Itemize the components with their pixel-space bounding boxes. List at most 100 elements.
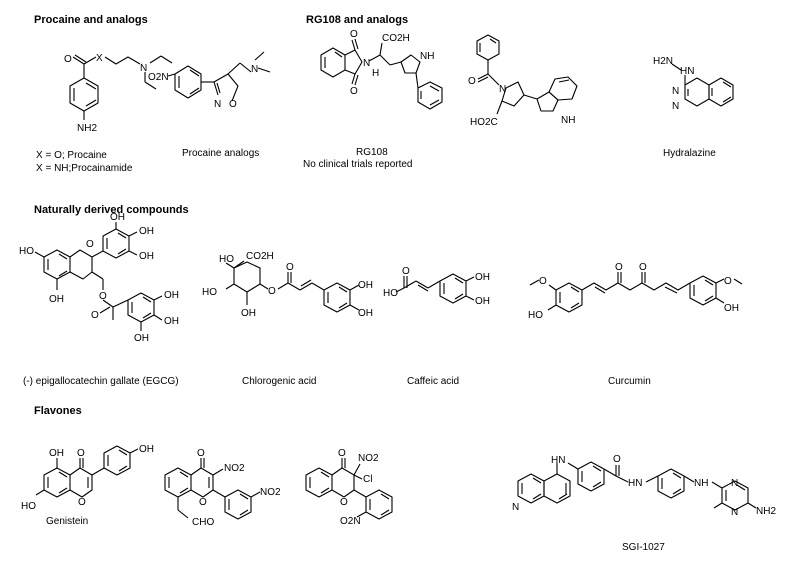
rg108-analog-nh: NH	[561, 115, 575, 126]
analog-ring-n: N	[214, 99, 221, 110]
genistein-ho: HO	[21, 501, 36, 512]
sgi-quinoline-n: N	[512, 502, 519, 513]
rg108-analog-n: N	[499, 84, 506, 95]
egcg-caption: (-) epigallocatechin gallate (EGCG)	[23, 376, 179, 387]
rg108-imide-o2: O	[350, 86, 358, 97]
nitroflavone-no2-b: NO2	[260, 487, 281, 498]
curcumin-methoxy-o1: O	[539, 276, 547, 287]
section-heading-rg108: RG108 and analogs	[306, 14, 408, 26]
curcumin-ketone-o2: O	[639, 262, 647, 273]
sgi-pyrimidine-n2: N	[731, 507, 738, 518]
egcg-oh-e: OH	[139, 251, 154, 262]
curcumin-ho: HO	[528, 310, 543, 321]
sgi-nh: NH	[694, 478, 708, 489]
hydralazine-hn: HN	[680, 66, 694, 77]
caffeic-oh-b: OH	[475, 296, 490, 307]
procaine-structure	[69, 54, 173, 120]
sgi-hn-a: HN	[551, 455, 565, 466]
genistein-carbonyl-o: O	[77, 448, 85, 459]
chlorogenic-ho-a: HO	[219, 254, 234, 265]
procainamide-caption: X = NH;Procainamide	[36, 163, 133, 174]
sgi-amide-hn: HN	[628, 478, 642, 489]
nitroflavone-carbonyl-o: O	[197, 448, 205, 459]
procaine-carbonyl-o: O	[64, 54, 72, 65]
genistein-caption: Genistein	[46, 516, 88, 527]
flavanone-ring-o: O	[340, 497, 348, 508]
flavanone-o2n: O2N	[340, 516, 361, 527]
egcg-oh-c: OH	[110, 212, 125, 223]
egcg-oh-b: OH	[49, 294, 64, 305]
rg108-indole-nh: NH	[420, 51, 434, 62]
chlorogenic-caption: Chlorogenic acid	[242, 376, 317, 387]
sgi-caption: SGI-1027	[622, 542, 665, 553]
sgi-1027-structure	[517, 461, 757, 511]
rg108-structure	[320, 38, 443, 110]
egcg-carbonyl-o: O	[91, 310, 99, 321]
egcg-oh-f: OH	[164, 290, 179, 301]
rg108-analog-structure	[476, 34, 578, 115]
chlorogenic-ester-o: O	[268, 286, 276, 297]
analog-amine-n: N	[251, 64, 258, 75]
chlorogenic-carbonyl-o: O	[286, 262, 294, 273]
chlorogenic-co2h: CO2H	[246, 251, 274, 262]
egcg-oh-g: OH	[164, 316, 179, 327]
nitroflavone-cho: CHO	[192, 517, 214, 528]
curcumin-methoxy-o2: O	[724, 276, 732, 287]
egcg-structure	[34, 222, 163, 331]
curcumin-oh: OH	[724, 303, 739, 314]
hydralazine-n1: N	[672, 86, 679, 97]
nitroflavone-ring-o: O	[199, 497, 207, 508]
egcg-oh-h: OH	[134, 333, 149, 344]
rg108-imide-o1: O	[350, 29, 358, 40]
section-heading-procaine: Procaine and analogs	[34, 14, 148, 26]
analog-ring-o: O	[229, 99, 237, 110]
rg108-caption: RG108	[356, 147, 388, 158]
chloronitro-flavanone-structure	[305, 458, 393, 520]
chlorogenic-oh-c: OH	[241, 308, 256, 319]
caffeic-oh-a: OH	[475, 272, 490, 283]
chlorogenic-oh-e: OH	[358, 308, 373, 319]
rg108-h: H	[372, 68, 379, 79]
rg108-analog-ho2c: HO2C	[470, 117, 498, 128]
rg108-co2h: CO2H	[382, 33, 410, 44]
egcg-oh-a: HO	[19, 246, 34, 257]
chlorogenic-ho-b: HO	[202, 287, 217, 298]
section-heading-natural: Naturally derived compounds	[34, 204, 189, 216]
egcg-ring-o: O	[86, 239, 94, 250]
caffeic-caption: Caffeic acid	[407, 376, 459, 387]
procaine-analogs-caption: Procaine analogs	[182, 148, 259, 159]
genistein-oh-a: OH	[49, 448, 64, 459]
procaine-caption: X = O; Procaine	[36, 150, 107, 161]
curcumin-ketone-o1: O	[615, 262, 623, 273]
procaine-analog-structure	[167, 51, 271, 102]
rg108-note: No clinical trials reported	[303, 159, 413, 170]
caffeic-acid-structure	[395, 273, 475, 304]
hydralazine-h2n: H2N	[653, 56, 673, 67]
nitroflavone-cho-structure	[164, 458, 261, 520]
section-heading-flavones: Flavones	[34, 405, 82, 417]
chlorogenic-acid-structure	[225, 260, 360, 313]
egcg-oh-d: OH	[139, 226, 154, 237]
flavanone-no2-a: NO2	[358, 453, 379, 464]
rg108-analog-o: O	[468, 76, 476, 87]
nitroflavone-no2-a: NO2	[224, 463, 245, 474]
genistein-oh-b: OH	[139, 444, 154, 455]
flavanone-cl: Cl	[363, 474, 372, 485]
chlorogenic-oh-d: OH	[358, 280, 373, 291]
caffeic-carbonyl-o: O	[402, 266, 410, 277]
procaine-x: X	[96, 53, 103, 64]
flavanone-carbonyl-o: O	[338, 448, 346, 459]
hydralazine-structure	[671, 63, 734, 107]
hydralazine-caption: Hydralazine	[663, 148, 716, 159]
genistein-ring-o: O	[78, 497, 86, 508]
curcumin-caption: Curcumin	[608, 376, 651, 387]
egcg-ester-o: O	[99, 291, 107, 302]
procaine-nh2: NH2	[77, 123, 97, 134]
genistein-structure	[35, 445, 139, 498]
curcumin-structure	[529, 272, 743, 313]
sgi-pyrimidine-n1: N	[731, 478, 738, 489]
sgi-carbonyl-o: O	[613, 454, 621, 465]
hydralazine-n2: N	[672, 101, 679, 112]
rg108-imide-n: N	[363, 58, 370, 69]
